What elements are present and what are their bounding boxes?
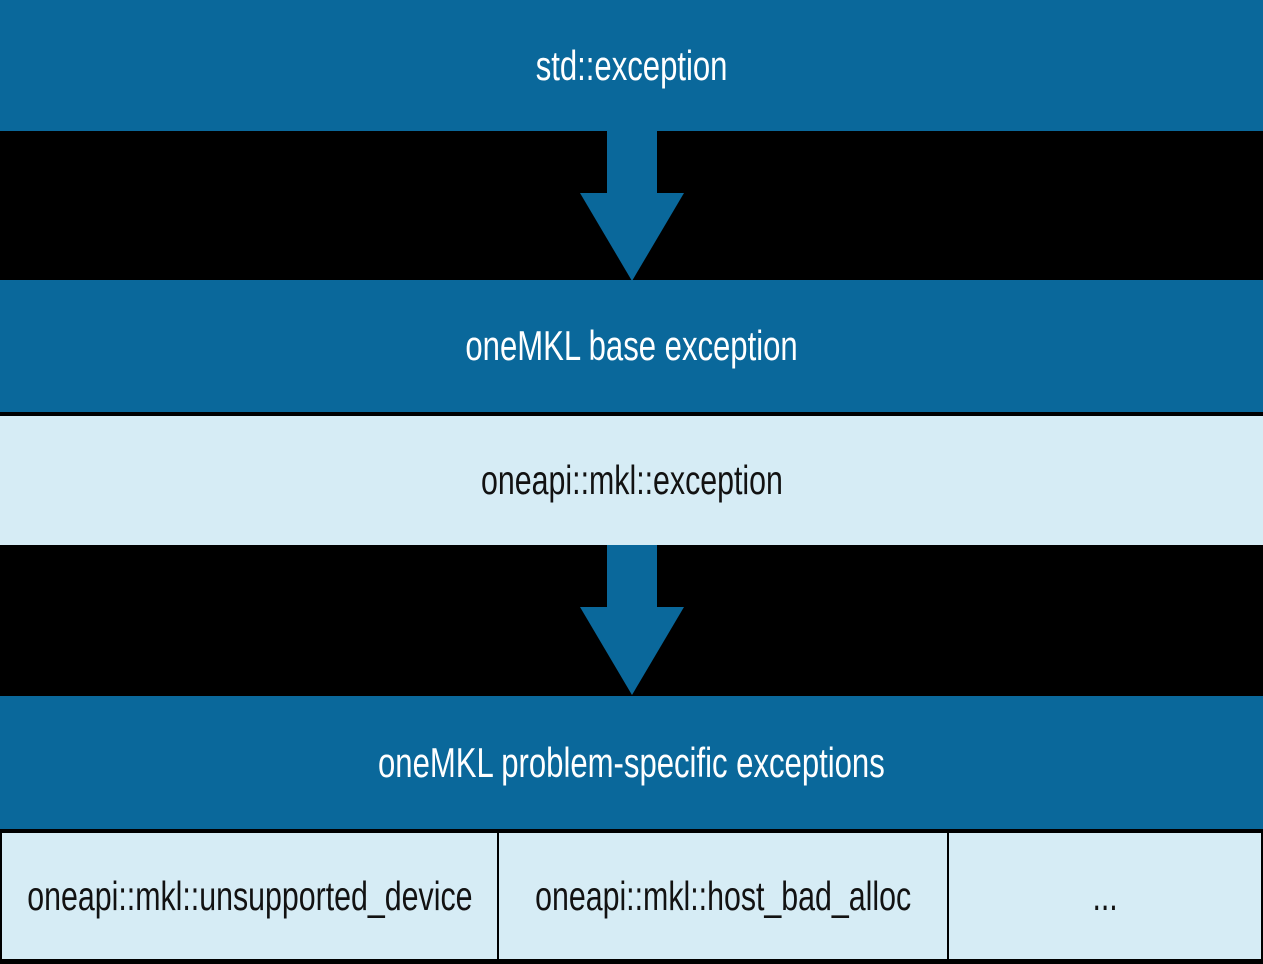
base-exception-class-label: oneapi::mkl::exception	[480, 457, 783, 503]
node-base-exception-header: oneMKL base exception	[0, 280, 1263, 412]
base-exception-header-label: oneMKL base exception	[465, 322, 798, 369]
exception-class-cell: oneapi::mkl::host_bad_alloc	[499, 833, 947, 959]
problem-specific-header-label: oneMKL problem-specific exceptions	[378, 738, 885, 786]
node-base-exception-class: oneapi::mkl::exception	[0, 416, 1263, 545]
arrow-head	[579, 193, 684, 281]
arrow-down-icon	[579, 131, 684, 281]
exception-class-label: oneapi::mkl::host_bad_alloc	[534, 872, 912, 919]
exception-class-label: ...	[1092, 872, 1118, 919]
node-std-exception: std::exception	[0, 0, 1263, 131]
exception-class-label: oneapi::mkl::unsupported_device	[26, 872, 473, 919]
arrow-shaft	[606, 131, 657, 193]
problem-specific-classes-row: oneapi::mkl::unsupported_device oneapi::…	[0, 833, 1263, 959]
arrow-head	[579, 607, 684, 695]
exception-class-cell: ...	[949, 833, 1261, 959]
arrow-down-icon	[579, 545, 684, 695]
exception-class-cell: oneapi::mkl::unsupported_device	[2, 833, 497, 959]
arrow-shaft	[606, 545, 657, 607]
std-exception-label: std::exception	[535, 41, 728, 89]
node-problem-specific-header: oneMKL problem-specific exceptions	[0, 696, 1263, 829]
